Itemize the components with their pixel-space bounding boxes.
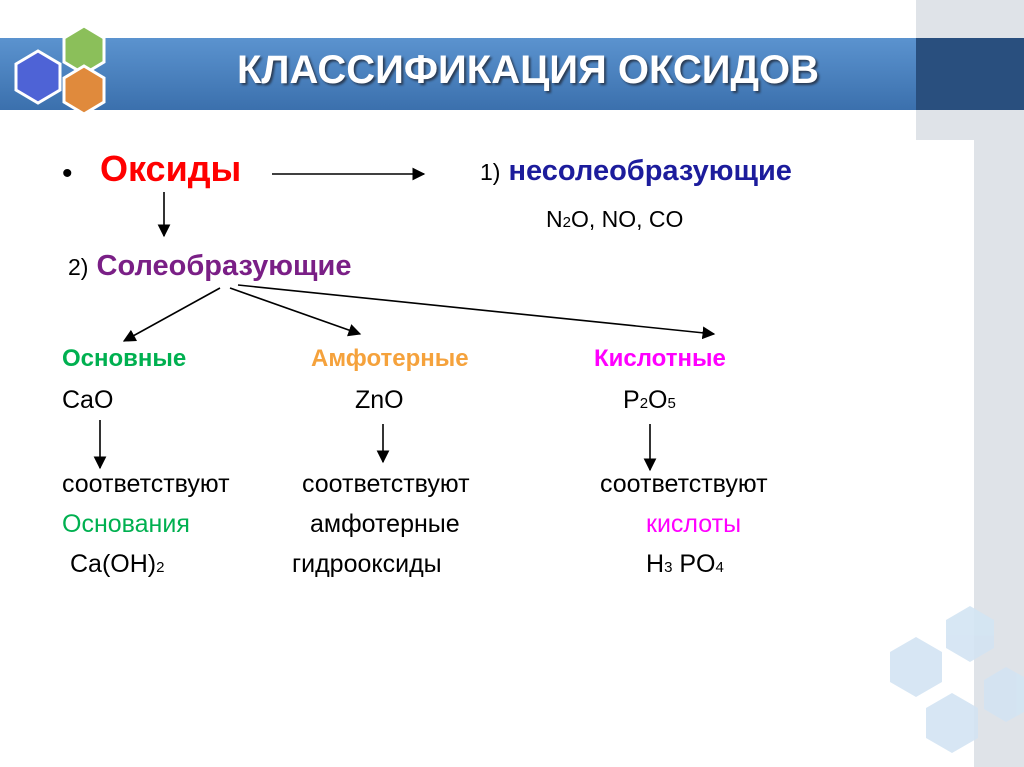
example-amphoteric: гидрооксиды [292, 550, 442, 578]
hexagon-blue-icon [14, 49, 62, 105]
hexagon-cluster-icon [14, 24, 106, 116]
formula-subscript: 2 [156, 559, 165, 576]
title-bar [0, 38, 1024, 110]
corresponds-basic: соответствуют [62, 470, 230, 498]
node-label: несолеобразующие [508, 155, 792, 187]
title-bar-accent [916, 38, 1024, 110]
result-acidic: кислоты [646, 510, 742, 538]
result-basic: Основания [62, 510, 190, 538]
result-amphoteric: амфотерные [310, 510, 460, 538]
arrow-to-amphoteric [229, 287, 362, 337]
formula-part: P [623, 386, 640, 414]
hexagon-green-icon [62, 24, 106, 76]
arrow-to-acidic [237, 284, 716, 340]
formula-subscript: 3 [664, 559, 673, 576]
page-title: КЛАССИФИКАЦИЯ ОКСИДОВ [237, 48, 820, 92]
hexagon-orange-icon [62, 64, 106, 116]
formula-part: Ca(OH) [70, 550, 157, 578]
bullet-marker: • [62, 157, 73, 190]
node-number: 1) [480, 159, 501, 185]
formula-part: O, NO, CO [570, 206, 684, 232]
node-non-salt-forming: 1) несолеобразующие [480, 157, 792, 186]
formula-amphoteric: ZnO [355, 386, 404, 414]
node-label: Солеобразующие [96, 250, 352, 282]
node-salt-forming: 2) Солеобразующие [68, 252, 351, 281]
formula-subscript: 4 [715, 559, 724, 576]
formula-subscript: 5 [667, 395, 676, 412]
heading-amphoteric: Амфотерные [311, 345, 469, 372]
example-basic: Ca(OH)2 [70, 552, 164, 577]
arrow-to-basic [122, 287, 221, 342]
heading-basic: Основные [62, 345, 187, 372]
formula-basic: CaO [62, 386, 114, 414]
root-node-oxides: Оксиды [100, 148, 242, 189]
corresponds-amphoteric: соответствуют [302, 470, 470, 498]
corresponds-acidic: соответствуют [600, 470, 768, 498]
formula-subscript: 2 [562, 214, 571, 231]
formula-part: PO [672, 550, 716, 578]
node-number: 2) [68, 254, 89, 280]
formula-part: O [648, 386, 668, 414]
formula-part: N [546, 206, 563, 232]
heading-acidic: Кислотные [594, 345, 726, 372]
formula-subscript: 2 [639, 395, 649, 412]
hexagon-cluster-corner-icon [890, 606, 1024, 753]
example-acidic: H3 PO4 [646, 552, 724, 577]
formula-acidic: P2O5 [623, 388, 676, 413]
non-salt-forming-examples: N2O, NO, CO [546, 208, 683, 231]
formula-part: H [646, 550, 665, 578]
